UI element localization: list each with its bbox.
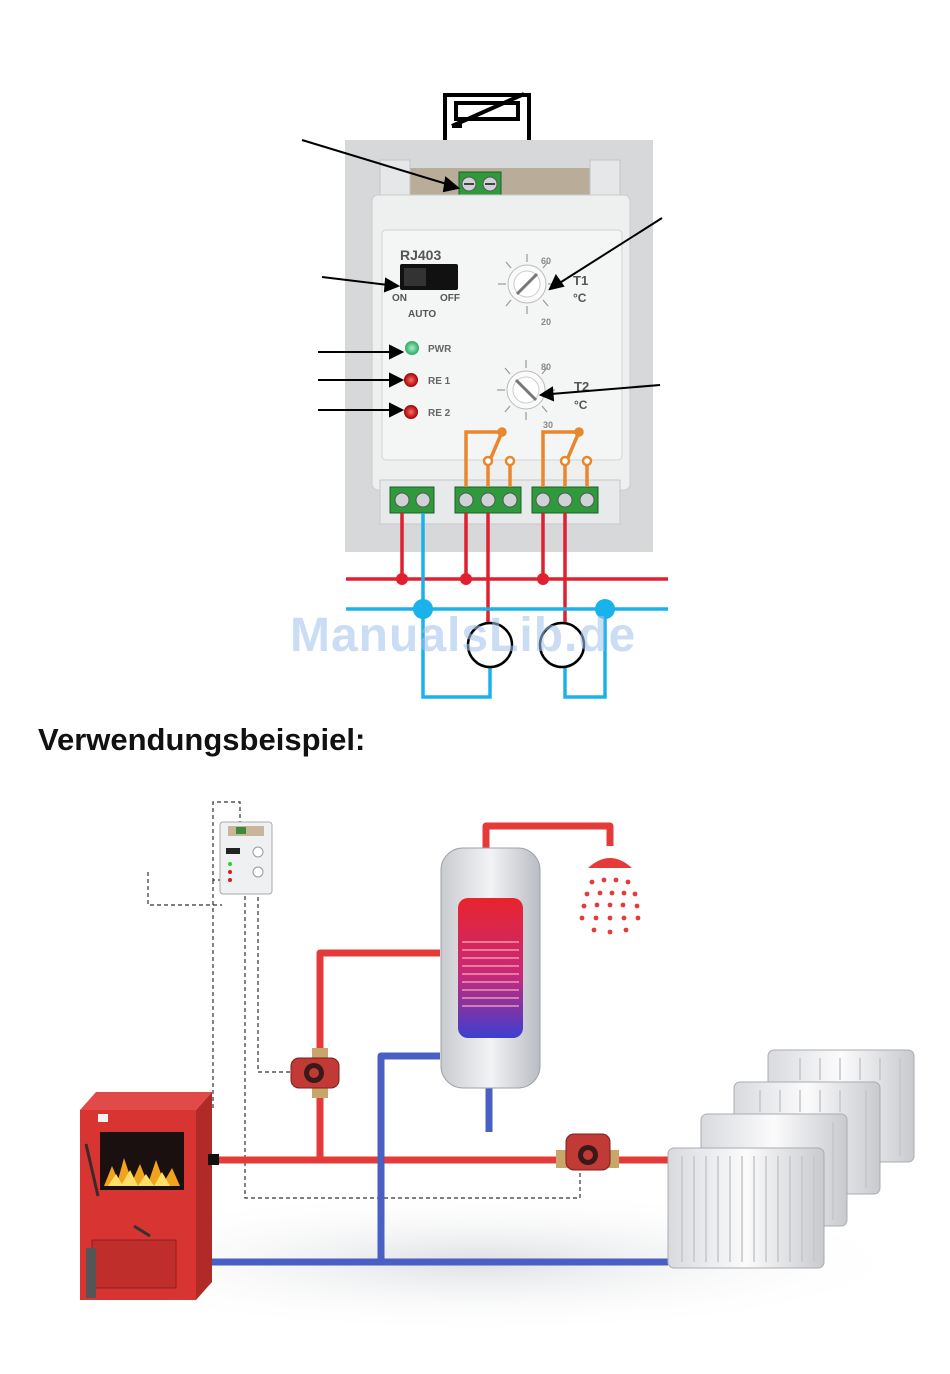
t1-dial-unit: °C [573, 291, 587, 305]
re2-led [404, 405, 418, 419]
circulation-pump-icon [291, 1048, 339, 1098]
example-heading: Verwendungsbeispiel: [38, 722, 365, 758]
pwr-led-label: PWR [428, 344, 452, 355]
re1-led-label: RE 1 [428, 376, 451, 387]
bottom-terminal-blocks [390, 487, 598, 513]
pwr-led [405, 341, 419, 355]
device-model-label: RJ403 [400, 247, 441, 263]
switch-auto-label: AUTO [408, 309, 436, 320]
switch-on-label: ON [392, 293, 407, 304]
solid-fuel-boiler-icon [80, 1092, 219, 1300]
hot-water-storage-tank [441, 848, 540, 1088]
mode-switch[interactable] [400, 264, 458, 290]
t2-scale-max: 80 [541, 362, 551, 372]
t1-scale-min: 20 [541, 317, 551, 327]
shower-head-icon [580, 858, 641, 934]
t1-dial-label: T1 [573, 273, 588, 288]
controller-device-miniature [220, 822, 272, 894]
supply-pipes [205, 826, 668, 1160]
t2-scale-min: 30 [543, 420, 553, 430]
t1-scale-max: 60 [541, 256, 551, 266]
t2-dial-unit: °C [574, 398, 588, 412]
watermark-text: ManualsLib.de [290, 608, 636, 663]
switch-off-label: OFF [440, 293, 460, 304]
circulation-pump-icon [556, 1134, 619, 1170]
re2-led-label: RE 2 [428, 408, 451, 419]
sensor-terminal-block [459, 172, 501, 196]
re1-led [404, 373, 418, 387]
